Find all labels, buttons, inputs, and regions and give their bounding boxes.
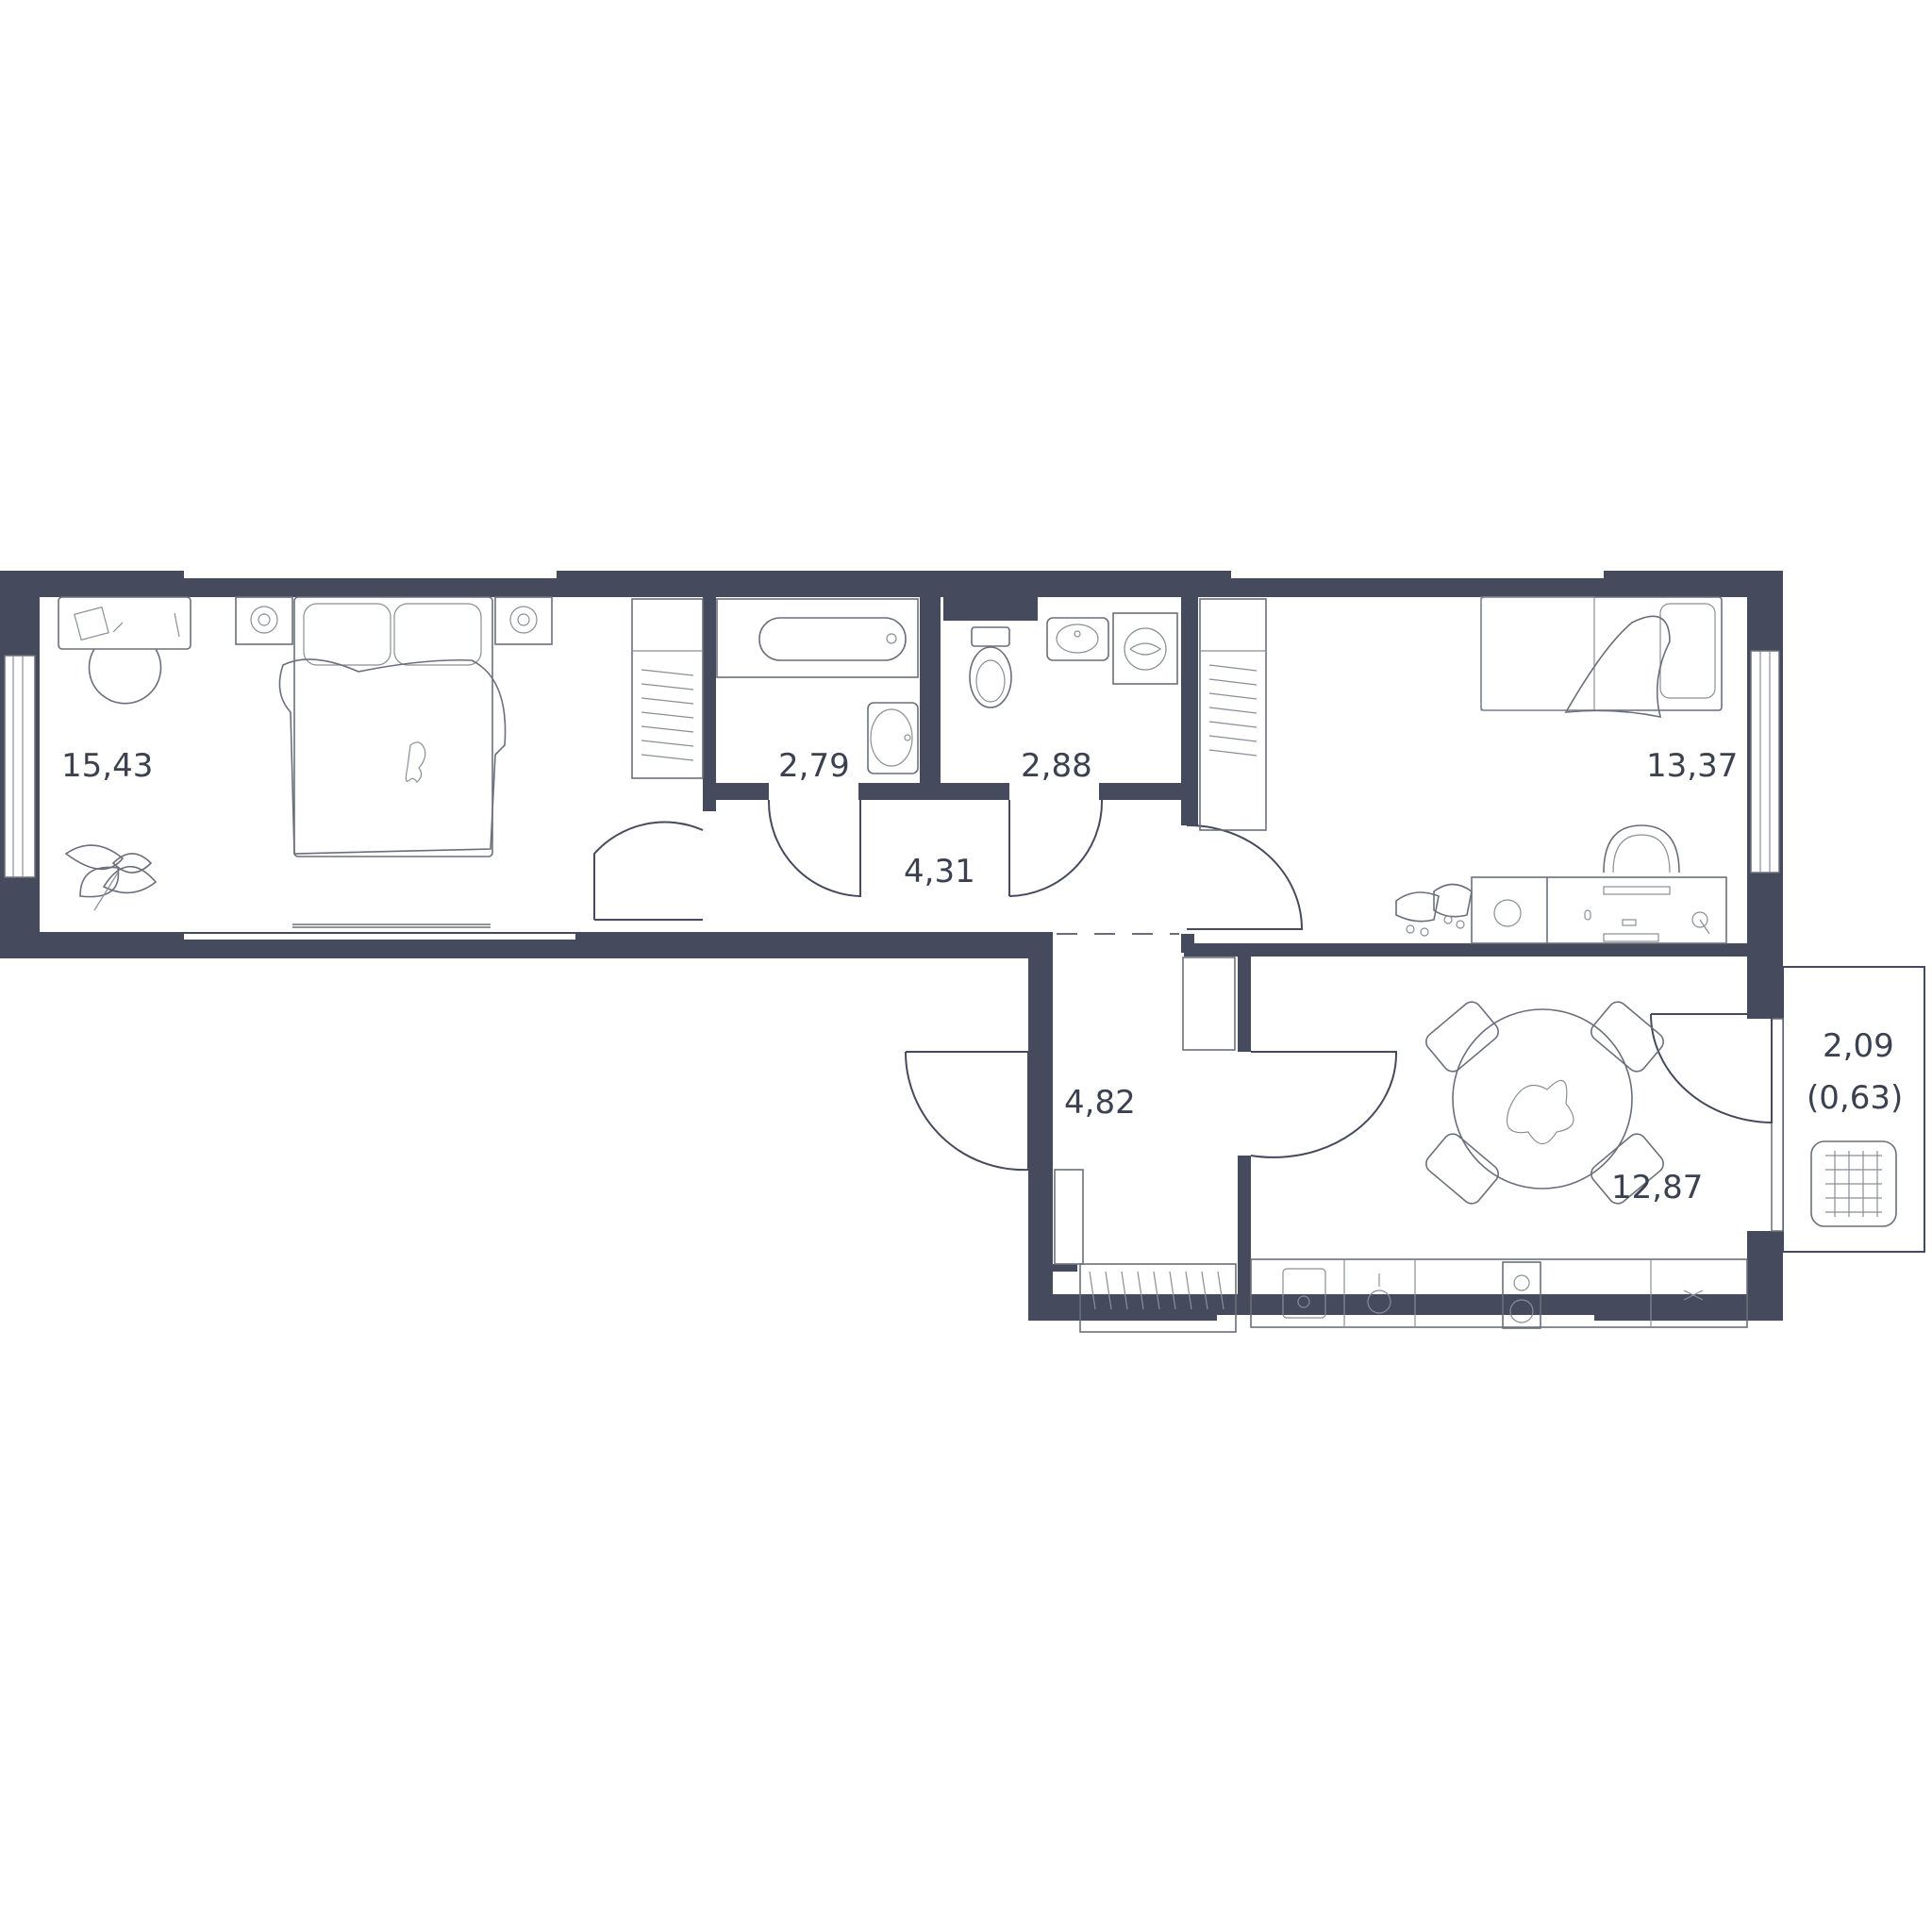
balcony <box>1771 966 1925 1253</box>
area-toilet: 2,88 <box>1021 747 1092 785</box>
desk-icon <box>58 596 192 705</box>
sink-icon <box>1046 617 1109 661</box>
wardrobe-icon <box>1199 598 1267 831</box>
doors <box>593 799 1773 1172</box>
single-bed-icon <box>1480 596 1723 719</box>
area-corridor: 4,31 <box>904 853 975 890</box>
room-labels: 15,43 2,79 2,88 13,37 4,31 4,82 12,87 2,… <box>61 747 1903 1206</box>
sink-icon <box>867 702 919 774</box>
wardrobe-icon <box>1054 957 1237 1333</box>
wardrobe-icon <box>631 598 704 779</box>
area-hall: 4,82 <box>1064 1084 1136 1122</box>
balcony-chair-icon <box>1810 1140 1897 1227</box>
washing-machine-icon <box>1112 612 1178 685</box>
windows <box>4 571 1780 1321</box>
computer-desk-icon <box>1471 876 1727 944</box>
kitchen-counter-icon <box>1250 1258 1748 1328</box>
area-bathroom: 2,79 <box>778 747 850 785</box>
toy-icon <box>1395 883 1473 937</box>
office-chair-icon <box>1603 824 1680 873</box>
area-bedroom-right: 13,37 <box>1646 747 1738 785</box>
nightstand-lamp-icon <box>235 596 553 645</box>
bathtub-icon <box>716 598 919 678</box>
dining-table-icon <box>1425 1001 1664 1205</box>
toilet-icon <box>969 626 1012 708</box>
plant-icon <box>64 844 158 911</box>
area-kitchen: 12,87 <box>1611 1169 1703 1206</box>
double-bed-icon <box>278 596 507 857</box>
area-bedroom-left: 15,43 <box>61 747 153 785</box>
walls <box>0 571 1783 1321</box>
stove-icon <box>1502 1261 1541 1329</box>
area-balcony-reduced: (0,63) <box>1807 1079 1903 1117</box>
area-balcony: 2,09 <box>1823 1027 1894 1065</box>
